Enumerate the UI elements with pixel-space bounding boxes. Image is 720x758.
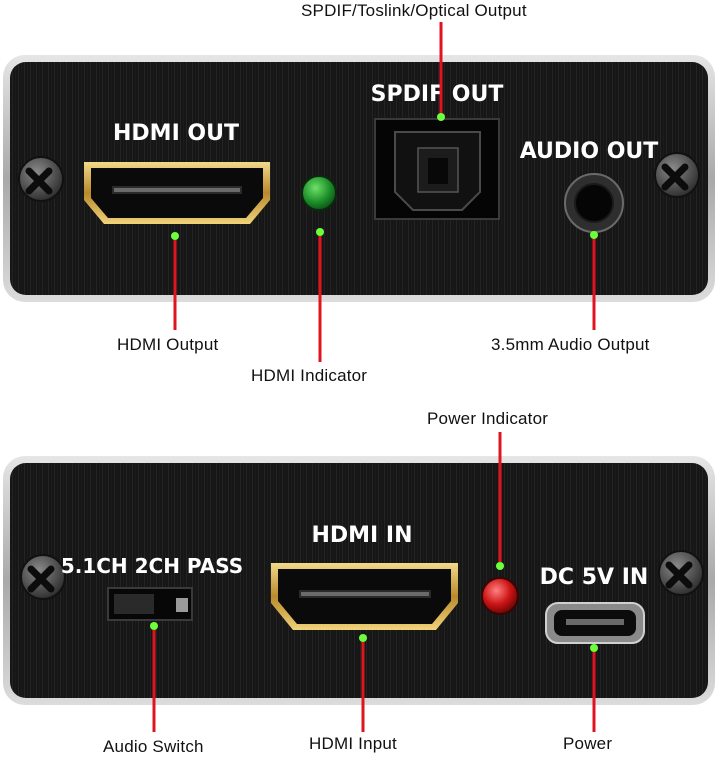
anchor-dot bbox=[590, 231, 598, 239]
top-panel-face bbox=[10, 62, 708, 295]
bottom-panel: 5.1CH 2CH PASS HDMI IN DC 5V IN bbox=[3, 456, 715, 705]
callout-hdmi-input: HDMI Input bbox=[309, 734, 397, 753]
bottom-leader-lines bbox=[152, 432, 596, 732]
anchor-dot bbox=[496, 562, 504, 570]
anchor-dot bbox=[150, 622, 158, 630]
top-panel: HDMI OUT SPDIF OUT AUDIO OUT bbox=[3, 55, 715, 302]
callout-power-indicator: Power Indicator bbox=[427, 409, 549, 428]
callout-power: Power bbox=[563, 734, 613, 753]
spdif-out-label: SPDIF OUT bbox=[371, 82, 504, 107]
phillips-screw-icon bbox=[18, 156, 64, 202]
anchor-dot bbox=[359, 634, 367, 642]
power-indicator-led bbox=[481, 577, 519, 615]
hdmi-in-label: HDMI IN bbox=[311, 523, 412, 548]
callout-audio-output: 3.5mm Audio Output bbox=[491, 335, 650, 354]
hdmi-port-icon bbox=[271, 563, 458, 630]
callout-spdif-output: SPDIF/Toslink/Optical Output bbox=[301, 1, 527, 20]
hdmi-port-icon bbox=[84, 162, 270, 224]
toslink-port-icon bbox=[374, 118, 500, 220]
callout-hdmi-output: HDMI Output bbox=[117, 335, 219, 354]
callout-audio-switch: Audio Switch bbox=[103, 737, 204, 756]
audio-out-label: AUDIO OUT bbox=[520, 139, 659, 164]
hdmi-indicator-led bbox=[301, 175, 337, 211]
anchor-dot bbox=[437, 113, 445, 121]
callout-hdmi-indicator: HDMI Indicator bbox=[251, 366, 368, 385]
anchor-dot bbox=[171, 232, 179, 240]
top-leader-lines bbox=[173, 22, 596, 362]
phillips-screw-icon bbox=[658, 550, 704, 596]
audio-switch-label: 5.1CH 2CH PASS bbox=[61, 554, 243, 578]
micro-usb-port-icon bbox=[545, 602, 645, 644]
phillips-screw-icon bbox=[654, 152, 700, 198]
slide-switch-icon[interactable] bbox=[107, 587, 193, 621]
anchor-dot bbox=[590, 644, 598, 652]
hdmi-out-label: HDMI OUT bbox=[113, 121, 239, 146]
anchor-dot bbox=[316, 228, 324, 236]
dc-in-label: DC 5V IN bbox=[540, 565, 649, 590]
phillips-screw-icon bbox=[20, 554, 66, 600]
audio-jack-icon bbox=[564, 173, 624, 233]
